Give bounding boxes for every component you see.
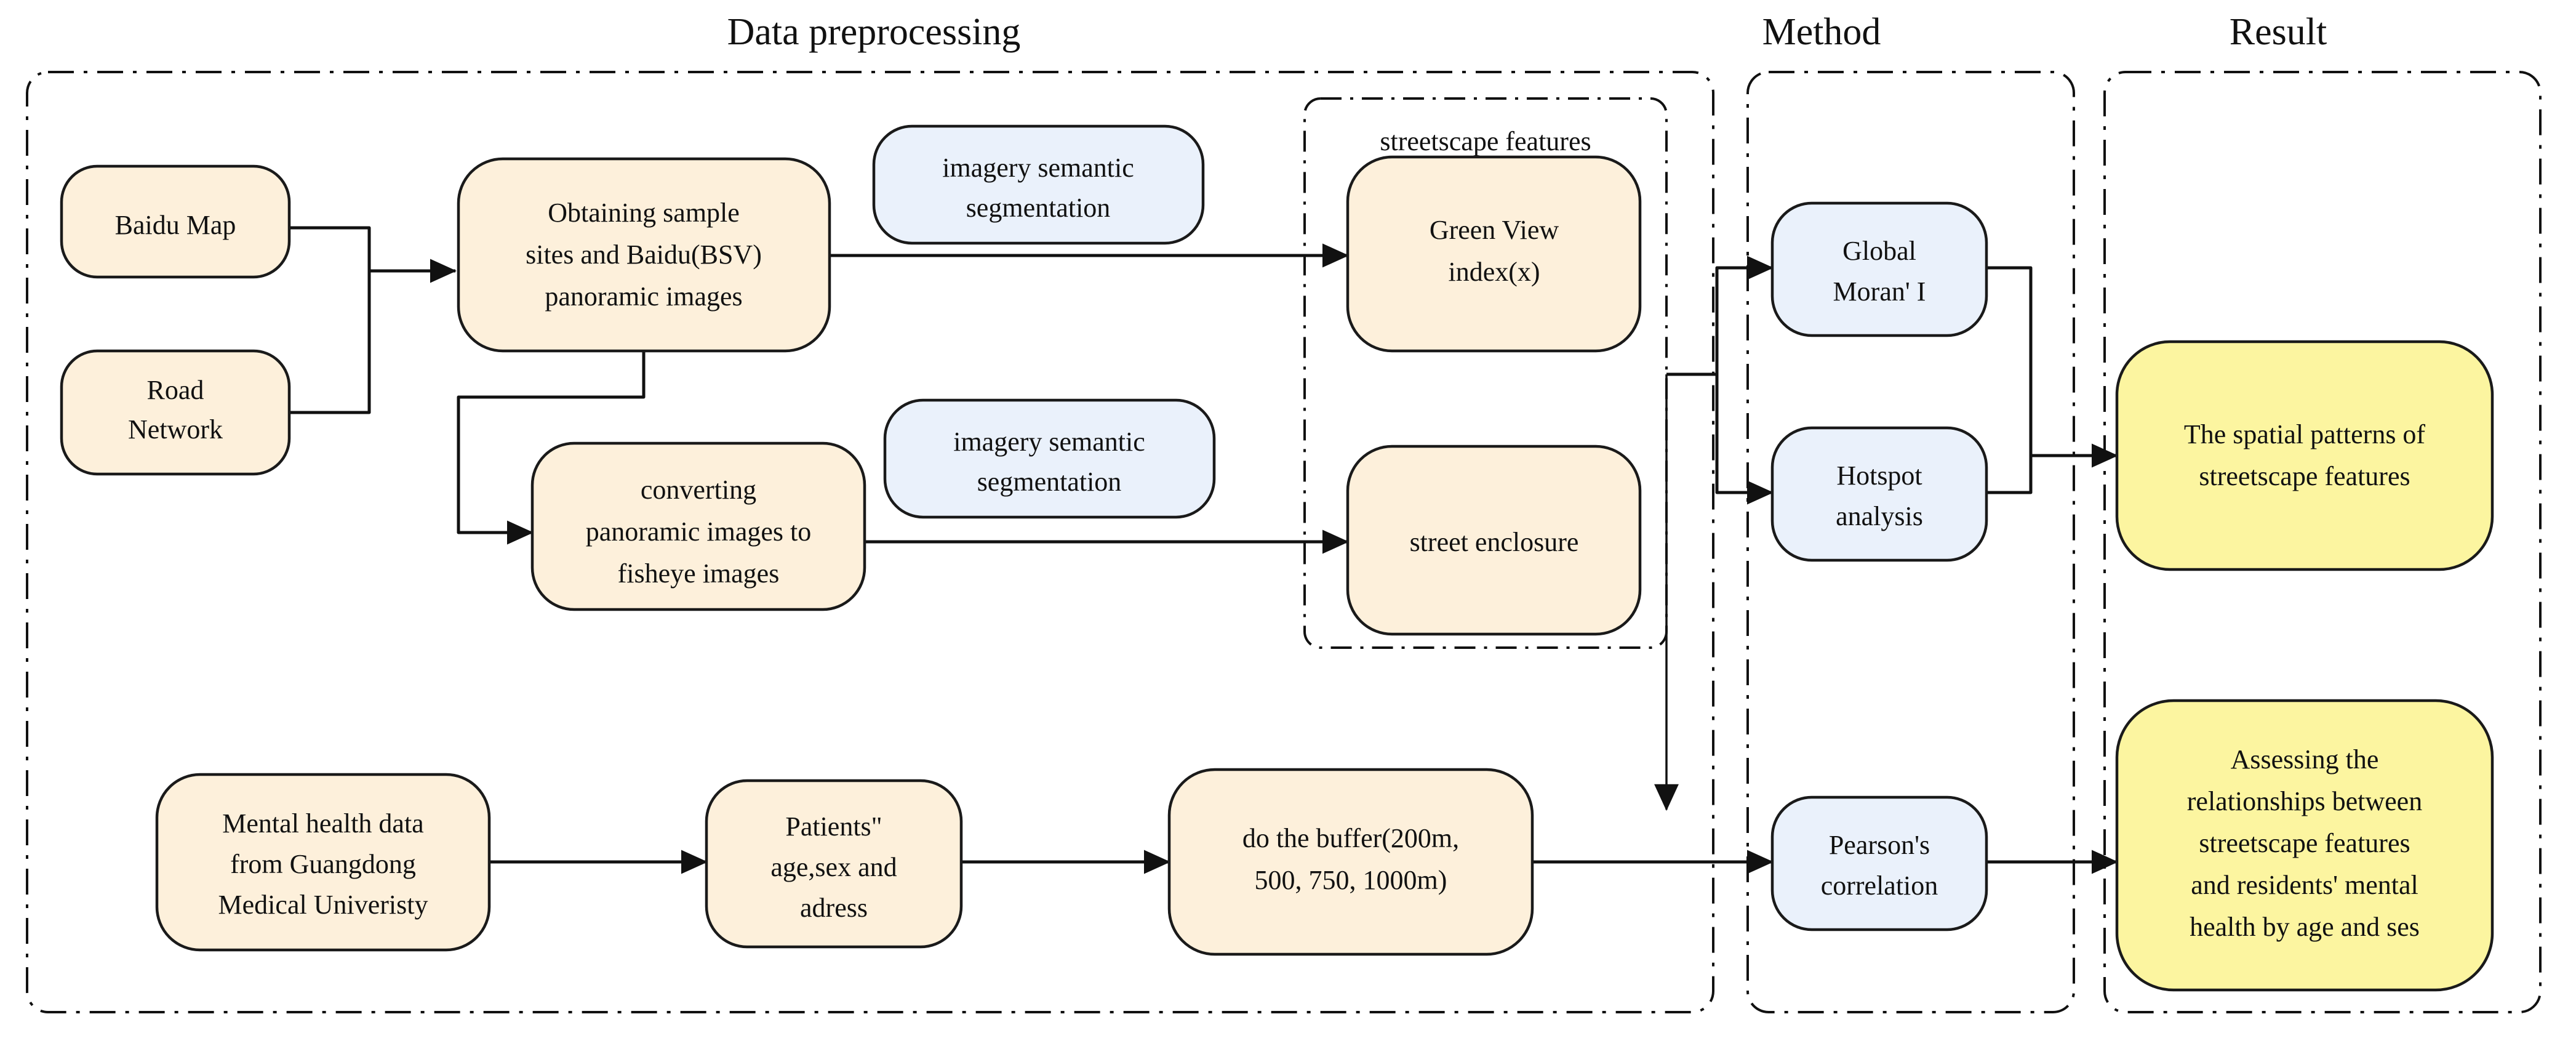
node-pearsons-correlation[interactable]: Pearson's correlation bbox=[1770, 795, 1988, 931]
node-do-the-buffer[interactable]: do the buffer(200m, 500, 750, 1000m) bbox=[1167, 768, 1534, 956]
node-result-assessing-relationships[interactable]: Assessing the relationships between stre… bbox=[2115, 699, 2494, 992]
node-patients-label-line1: Patients" bbox=[785, 811, 882, 842]
edge-obtaining-to-converting bbox=[457, 351, 646, 545]
panel-title-data-preprocessing: Data preprocessing bbox=[727, 11, 1021, 53]
node-hotspot-label-line2: analysis bbox=[1836, 501, 1923, 531]
node-road-network[interactable]: Road Network bbox=[60, 349, 291, 476]
node-pearson-label-line1: Pearson's bbox=[1829, 830, 1930, 860]
node-mental-label-line1: Mental health data bbox=[222, 808, 423, 839]
node-converting-label-line1: converting bbox=[641, 475, 756, 505]
node-obtaining-label-line1: Obtaining sample bbox=[548, 198, 740, 228]
edge-streetscape-to-hotspot bbox=[1715, 374, 1774, 505]
node-buffer-label-line2: 500, 750, 1000m) bbox=[1255, 865, 1447, 895]
node-obtaining-label-line2: sites and Baidu(BSV) bbox=[526, 239, 762, 270]
node-gvi-label-line1: Green View bbox=[1430, 215, 1559, 245]
node-obtaining-label-line3: panoramic images bbox=[545, 281, 742, 312]
panel-title-method: Method bbox=[1762, 11, 1881, 53]
group-label-streetscape-features: streetscape features bbox=[1380, 126, 1591, 156]
node-street-enclosure-label: street enclosure bbox=[1410, 527, 1579, 557]
node-street-enclosure[interactable]: street enclosure bbox=[1346, 445, 1642, 636]
panel-method bbox=[1746, 71, 2075, 1013]
node-result2-label-line4: and residents' mental bbox=[2191, 870, 2418, 900]
node-global-moran-i[interactable]: Global Moran' I bbox=[1770, 201, 1988, 337]
edge-streetscape-to-moran bbox=[1715, 255, 1774, 374]
node-road-network-label-line1: Road bbox=[147, 375, 204, 405]
node-baidu-map-label: Baidu Map bbox=[115, 210, 236, 240]
node-result1-label-line2: streetscape features bbox=[2199, 461, 2410, 491]
node-hotspot-analysis[interactable]: Hotspot analysis bbox=[1770, 426, 1988, 562]
node-mental-label-line2: from Guangdong bbox=[230, 849, 416, 879]
node-moran-label-line2: Moran' I bbox=[1833, 276, 1926, 307]
node-converting-label-line3: fisheye images bbox=[618, 558, 780, 589]
edge-road-to-obtaining bbox=[289, 271, 371, 414]
node-seg-top-label-line2: segmentation bbox=[966, 193, 1111, 223]
node-hotspot-label-line1: Hotspot bbox=[1836, 461, 1922, 491]
node-buffer-label-line1: do the buffer(200m, bbox=[1242, 823, 1459, 853]
panel-data-preprocessing bbox=[26, 71, 1714, 1013]
node-baidu-map[interactable]: Baidu Map bbox=[60, 164, 291, 279]
node-patients-label-line2: age,sex and bbox=[770, 852, 897, 882]
node-seg-bottom-label-line1: imagery semantic bbox=[953, 427, 1145, 457]
node-result1-label-line1: The spatial patterns of bbox=[2184, 419, 2426, 449]
node-result2-label-line5: health by age and ses bbox=[2190, 912, 2420, 942]
node-green-view-index[interactable]: Green View index(x) bbox=[1346, 155, 1642, 353]
edge-moran-to-result1 bbox=[1986, 266, 2119, 468]
node-result-spatial-patterns[interactable]: The spatial patterns of streetscape feat… bbox=[2115, 340, 2494, 571]
node-road-network-label-line2: Network bbox=[128, 414, 223, 445]
node-imagery-semantic-segmentation-bottom[interactable]: imagery semantic segmentation bbox=[883, 398, 1216, 519]
node-gvi-label-line2: index(x) bbox=[1448, 257, 1540, 287]
node-mental-health-data[interactable]: Mental health data from Guangdong Medica… bbox=[155, 773, 491, 952]
node-patients-attributes[interactable]: Patients" age,sex and adress bbox=[705, 779, 963, 949]
node-seg-bottom-label-line2: segmentation bbox=[977, 467, 1122, 497]
group-streetscape-features bbox=[1303, 97, 1668, 649]
node-converting-label-line2: panoramic images to bbox=[586, 517, 812, 547]
edge-hotspot-to-result1 bbox=[1986, 456, 2033, 494]
panel-title-result: Result bbox=[2230, 11, 2327, 53]
node-result2-label-line3: streetscape features bbox=[2199, 828, 2410, 858]
edge-baidu-to-obtaining bbox=[289, 226, 457, 283]
panel-result bbox=[2103, 71, 2542, 1013]
node-converting-fisheye[interactable]: converting panoramic images to fisheye i… bbox=[530, 441, 866, 611]
node-pearson-label-line2: correlation bbox=[1821, 871, 1938, 901]
node-mental-label-line3: Medical Univeristy bbox=[218, 890, 428, 920]
node-patients-label-line3: adress bbox=[800, 893, 868, 923]
node-moran-label-line1: Global bbox=[1842, 236, 1916, 266]
node-seg-top-label-line1: imagery semantic bbox=[942, 153, 1134, 183]
node-result2-label-line1: Assessing the bbox=[2231, 744, 2379, 774]
node-imagery-semantic-segmentation-top[interactable]: imagery semantic segmentation bbox=[872, 124, 1205, 245]
node-result2-label-line2: relationships between bbox=[2187, 786, 2422, 816]
node-obtaining-sample-sites[interactable]: Obtaining sample sites and Baidu(BSV) pa… bbox=[457, 157, 831, 353]
